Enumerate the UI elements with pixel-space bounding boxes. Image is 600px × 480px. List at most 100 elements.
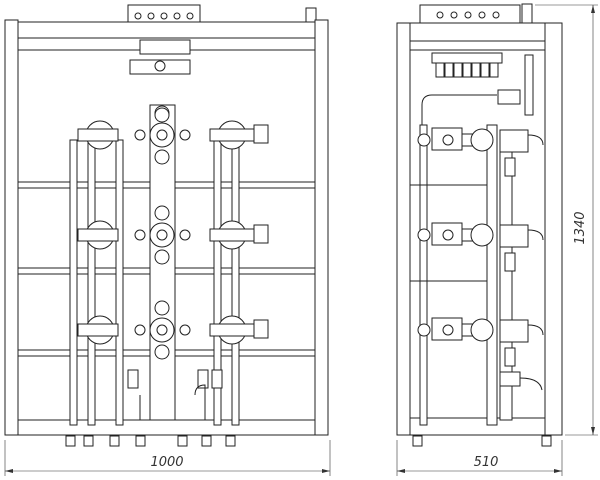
pump-row-side: [417, 317, 544, 367]
terminal-block: [480, 62, 490, 78]
nozzle-stub: [109, 435, 120, 447]
drain-valve: [499, 371, 521, 387]
pump-body: [77, 228, 119, 242]
pump-row-front: [77, 300, 269, 360]
cable-gland: [147, 12, 155, 20]
outlet-pipe: [527, 324, 544, 336]
frame-bottom-beam: [17, 419, 316, 436]
dimension-label-1000: 1000: [150, 455, 183, 470]
pressure-gauge: [154, 205, 170, 221]
pump-port: [442, 229, 454, 241]
valve-block: [499, 129, 529, 153]
pump-motor: [470, 128, 494, 152]
cable-gland: [492, 11, 500, 19]
cable-gland: [478, 11, 486, 19]
cable-gland: [160, 12, 168, 20]
check-valve: [504, 157, 516, 177]
terminal-block: [489, 62, 499, 78]
union-fitting: [417, 228, 431, 242]
valve-block: [499, 224, 529, 248]
terminal-block: [471, 62, 481, 78]
dimension-width-side: 510: [396, 440, 563, 476]
check-valve: [504, 347, 516, 367]
cable-gland: [450, 11, 458, 19]
terminal-block: [462, 62, 472, 78]
dimension-label-1340: 1340: [573, 211, 588, 244]
pump-motor: [470, 223, 494, 247]
outlet-valve: [127, 369, 139, 389]
pump-motor: [470, 318, 494, 342]
supply-pipe: [421, 94, 497, 125]
vertical-pipe: [87, 139, 96, 426]
nozzle-stub: [201, 435, 212, 447]
dimension-label-510: 510: [474, 455, 499, 470]
valve-core: [156, 229, 168, 241]
nozzle-stub: [135, 435, 146, 447]
vertical-pipe: [69, 139, 78, 426]
nozzle-stub: [83, 435, 94, 447]
vertical-pipe: [115, 139, 124, 426]
union-fitting: [134, 129, 146, 141]
front-view: [4, 4, 329, 447]
foot: [412, 435, 423, 447]
terminal-block: [453, 62, 463, 78]
pump-port: [442, 134, 454, 146]
outlet-valve: [211, 369, 223, 389]
riser-pipe: [524, 54, 534, 116]
pressure-gauge: [154, 300, 170, 316]
dimension-width-front: 1000: [4, 440, 331, 476]
frame-post-left: [4, 19, 19, 436]
terminal-block: [444, 62, 454, 78]
frame-post-right: [314, 19, 329, 436]
union-fitting: [179, 229, 191, 241]
valve-core: [156, 324, 168, 336]
drain-pipe: [519, 377, 543, 391]
pump-body: [209, 128, 261, 142]
terminal-box: [253, 224, 269, 244]
side-view: [396, 3, 563, 447]
side-top-beam: [409, 22, 546, 42]
valve-core: [156, 129, 168, 141]
union-fitting: [179, 129, 191, 141]
cable-gland: [436, 11, 444, 19]
pump-row-side: [417, 222, 544, 272]
cable-gland: [173, 12, 181, 20]
pump-row-front: [77, 205, 269, 265]
pump-body: [77, 128, 119, 142]
pump-port: [442, 324, 454, 336]
pressure-gauge: [154, 249, 170, 265]
union-fitting: [134, 229, 146, 241]
side-bottom-beam: [409, 417, 546, 436]
union-fitting: [497, 89, 521, 105]
foot: [541, 435, 552, 447]
check-valve: [504, 252, 516, 272]
union-fitting: [417, 133, 431, 147]
pressure-gauge: [154, 149, 170, 165]
pressure-gauge: [154, 344, 170, 360]
side-post-left: [396, 22, 411, 436]
union-fitting: [179, 324, 191, 336]
nozzle-stub: [65, 435, 76, 447]
nozzle-stub: [225, 435, 236, 447]
side-post-inner: [486, 124, 498, 426]
outlet-pipe: [527, 229, 544, 241]
terminal-box: [253, 124, 269, 144]
cable-gland: [464, 11, 472, 19]
terminal-block: [435, 62, 445, 78]
dimension-height-side: 1340: [535, 4, 598, 436]
pump-body: [209, 323, 261, 337]
side-post-right: [544, 22, 563, 436]
bracket: [139, 39, 191, 55]
pump-row-side: [417, 127, 544, 177]
side-pipe: [419, 124, 428, 426]
pump-body: [77, 323, 119, 337]
vertical-pipe: [231, 139, 240, 426]
pump-row-front: [77, 105, 269, 165]
gauge: [154, 60, 166, 72]
terminal-box: [253, 319, 269, 339]
pump-body: [209, 228, 261, 242]
frame-top-beam: [17, 21, 316, 39]
terminal-rail: [431, 52, 503, 64]
union-fitting: [417, 323, 431, 337]
